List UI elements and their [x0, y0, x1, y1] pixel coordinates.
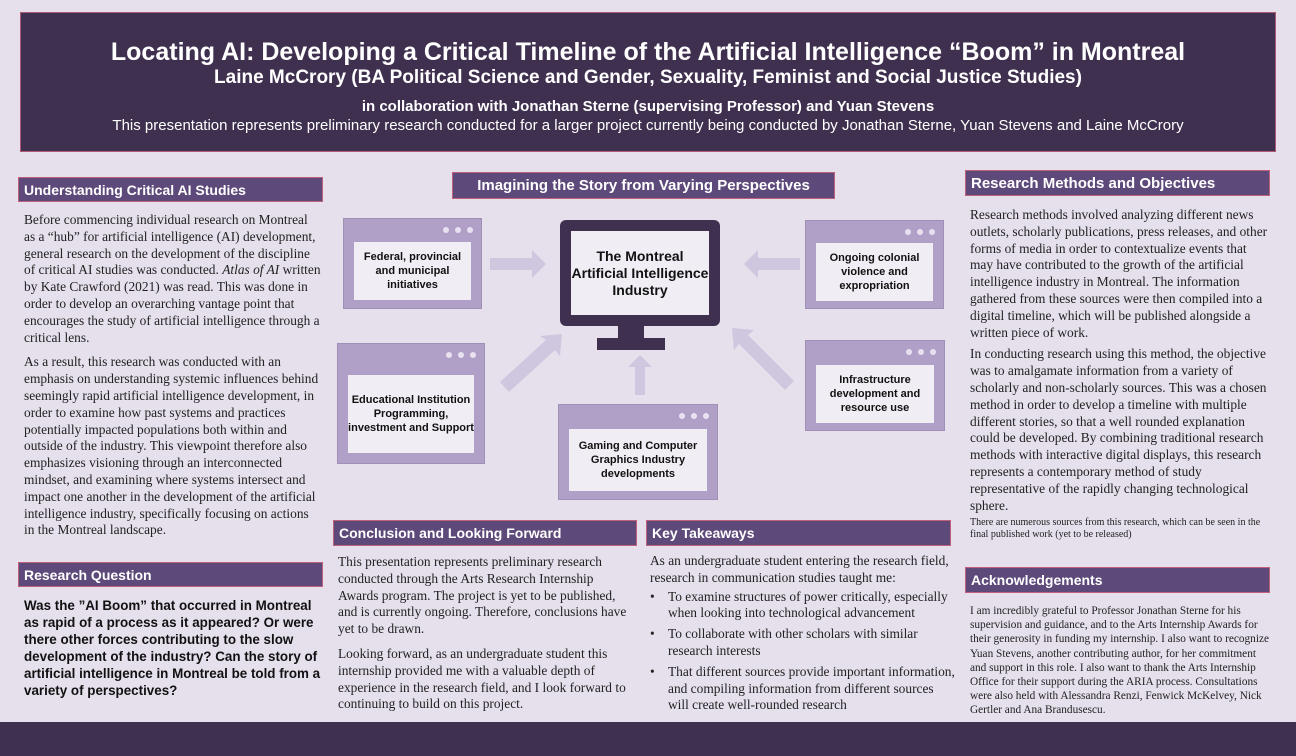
methods-p2: In conducting research using this method… — [970, 346, 1267, 513]
book-title: Atlas of AI — [222, 262, 280, 278]
node-gaming-label: Gaming and Computer Graphics Industry de… — [569, 429, 707, 491]
research-question-text: Was the ”AI Boom” that occurred in Montr… — [24, 598, 321, 698]
arrow-right-icon — [490, 250, 546, 278]
takeaway-item: To examine structures of power criticall… — [650, 589, 955, 623]
diagram-arrows — [490, 250, 800, 395]
window-dots-icon — [679, 413, 709, 419]
methods-p1: Research methods involved analyzing diff… — [970, 207, 1268, 340]
monitor-base — [597, 338, 665, 350]
arrow-left-icon — [744, 250, 800, 278]
section-heading-methods: Research Methods and Objectives — [965, 170, 1270, 196]
takeaway-item: To collaborate with other scholars with … — [650, 626, 955, 660]
section-heading-diagram: Imagining the Story from Varying Perspec… — [452, 172, 835, 199]
poster-title: Locating AI: Developing a Critical Timel… — [110, 38, 1186, 66]
conclusion-p2: Looking forward, as an undergraduate stu… — [338, 645, 626, 712]
window-dots-icon — [443, 227, 473, 233]
node-colonial: Ongoing colonial violence and expropriat… — [805, 220, 944, 309]
node-infrastructure: Infrastructure development and resource … — [805, 340, 945, 431]
monitor-neck — [618, 326, 644, 338]
node-education: Educational Institution Programming, inv… — [337, 343, 485, 464]
section-heading-conclusion: Conclusion and Looking Forward — [333, 520, 637, 546]
poster-header: Locating AI: Developing a Critical Timel… — [20, 12, 1276, 152]
node-federal: Federal, provincial and municipal initia… — [343, 218, 482, 309]
node-infrastructure-label: Infrastructure development and resource … — [816, 365, 934, 423]
node-gaming: Gaming and Computer Graphics Industry de… — [558, 404, 718, 500]
monitor-icon: The Montreal Artificial Intelligence Ind… — [560, 220, 720, 326]
poster-author: Laine McCrory (BA Political Science and … — [214, 67, 1082, 88]
methods-note: There are numerous sources from this res… — [970, 517, 1261, 541]
section-heading-takeaways: Key Takeaways — [646, 520, 951, 546]
node-colonial-label: Ongoing colonial violence and expropriat… — [816, 243, 933, 301]
critical-ai-text: Before commencing individual research on… — [24, 212, 322, 547]
acknowledgements-text: I am incredibly grateful to Professor Jo… — [970, 605, 1269, 717]
window-dots-icon — [446, 352, 476, 358]
node-education-label: Educational Institution Programming, inv… — [348, 375, 474, 453]
arrow-diagonal-up-left-icon — [732, 328, 794, 390]
section-heading-acknowledgements: Acknowledgements — [965, 567, 1270, 593]
poster-note: This presentation represents preliminary… — [112, 117, 1184, 134]
conclusion-text: This presentation represents preliminary… — [338, 554, 636, 721]
center-node-label: The Montreal Artificial Intelligence Ind… — [571, 231, 709, 315]
arrow-up-icon — [628, 355, 652, 395]
window-dots-icon — [906, 349, 936, 355]
critical-p2: As a result, this research was conducted… — [24, 354, 319, 538]
takeaways-intro: As an undergraduate student entering the… — [650, 553, 949, 585]
window-dots-icon — [905, 229, 935, 235]
takeaways-text: As an undergraduate student entering the… — [650, 553, 955, 718]
conclusion-p1: This presentation represents preliminary… — [338, 554, 627, 637]
critical-p1b: written by Kate Crawford (2021) was read… — [24, 262, 321, 345]
takeaway-item: That different sources provide important… — [650, 664, 955, 714]
section-heading-research-question: Research Question — [18, 562, 323, 587]
arrow-diagonal-up-right-icon — [500, 334, 562, 392]
methods-text: Research methods involved analyzing diff… — [970, 207, 1270, 549]
footer-bar — [0, 722, 1296, 756]
node-federal-label: Federal, provincial and municipal initia… — [354, 242, 471, 300]
section-heading-critical-ai: Understanding Critical AI Studies — [18, 177, 323, 202]
poster-collaborators: in collaboration with Jonathan Sterne (s… — [361, 98, 935, 115]
critical-p1a: Before commencing individual research on… — [24, 212, 316, 278]
